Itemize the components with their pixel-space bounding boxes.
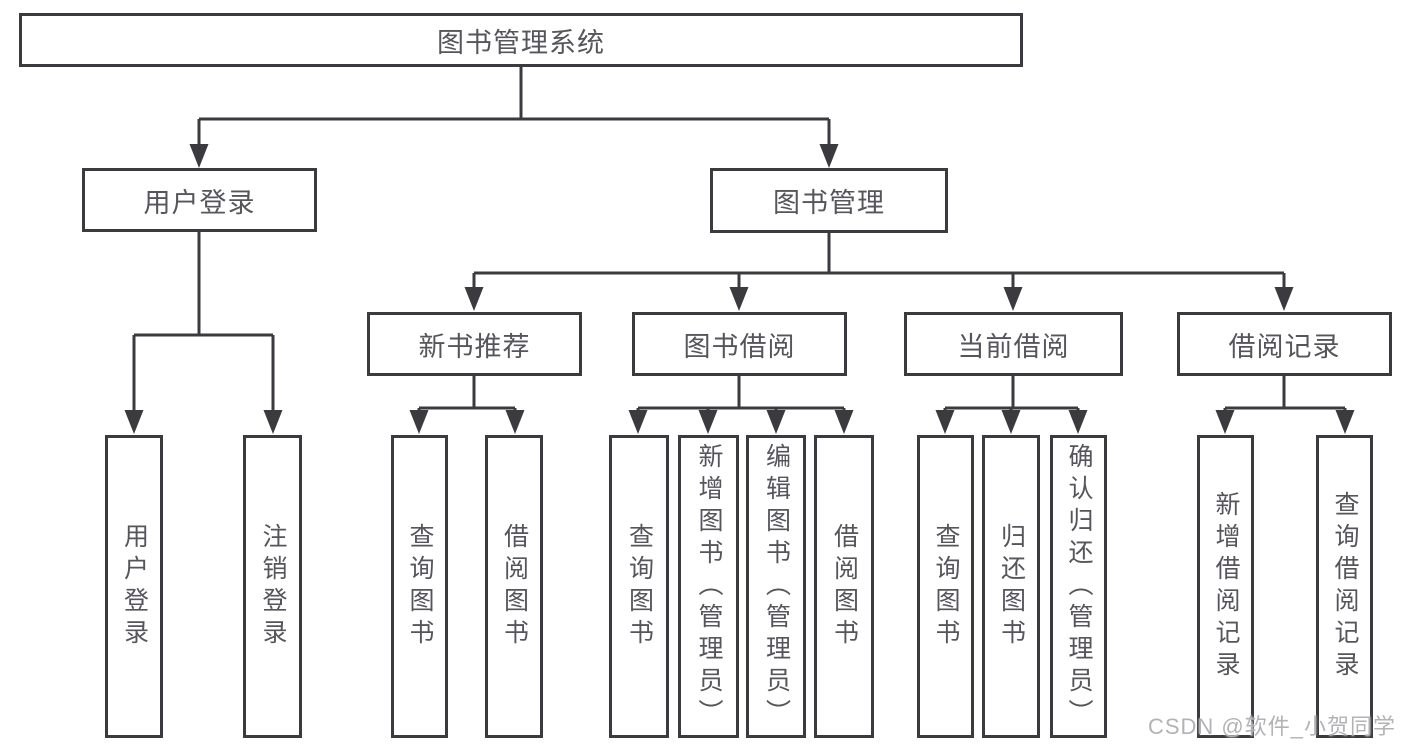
arrow-head-icon (189, 144, 209, 168)
arrow-head-icon (819, 144, 839, 168)
node-leaf-nbr-borrow-books: 借阅图书 (485, 435, 543, 738)
arrow-head-icon (1003, 287, 1023, 311)
node-new-book-recommend: 新书推荐 (367, 312, 582, 376)
node-leaf-bb-edit-books: 编辑图书（管理员） (746, 435, 806, 738)
arrow-head-icon (1215, 410, 1235, 434)
node-current-borrowing: 当前借阅 (904, 312, 1123, 376)
leaf-label: 注销登录 (259, 522, 287, 651)
node-leaf-br-query-record: 查询借阅记录 (1316, 435, 1373, 738)
node-leaf-bb-query-books: 查询图书 (609, 435, 669, 738)
arrow-head-icon (834, 410, 854, 434)
node-user-login: 用户登录 (82, 168, 317, 232)
node-borrowing-records: 借阅记录 (1177, 312, 1392, 376)
arrow-head-icon (464, 287, 484, 311)
arrow-head-icon (505, 410, 525, 434)
leaf-label: 归还图书 (997, 522, 1026, 651)
leaf-label: 查询图书 (625, 522, 654, 651)
arrow-head-icon (935, 410, 955, 434)
arrow-head-icon (729, 287, 749, 311)
node-book-management: 图书管理 (710, 168, 948, 233)
arrow-head-icon (1001, 410, 1021, 434)
node-root-system: 图书管理系统 (19, 13, 1023, 67)
leaf-label: 新增借阅记录 (1212, 490, 1240, 683)
arrow-head-icon (628, 410, 648, 434)
node-leaf-br-add-record: 新增借阅记录 (1197, 435, 1254, 738)
leaf-label: 查询图书 (406, 522, 434, 651)
arrow-head-icon (124, 410, 144, 434)
connector-trunks (134, 67, 1345, 410)
arrow-head-icon (263, 410, 283, 434)
watermark: CSDN @软件_小贺同学 (1147, 714, 1396, 739)
leaf-label: 用户登录 (120, 522, 149, 651)
node-leaf-cb-confirm-return: 确认归还（管理员） (1050, 435, 1107, 738)
arrow-head-icon (409, 410, 429, 434)
node-leaf-logout: 注销登录 (243, 435, 302, 738)
arrow-head-icon (1335, 410, 1355, 434)
arrow-head-icon (698, 410, 718, 434)
leaf-label: 借阅图书 (830, 522, 859, 651)
leaf-label: 确认归还（管理员） (1065, 442, 1093, 731)
leaf-label: 编辑图书（管理员） (762, 442, 791, 731)
node-book-borrowing: 图书借阅 (632, 312, 847, 376)
node-leaf-bb-borrow-books: 借阅图书 (814, 435, 874, 738)
leaf-label: 查询图书 (932, 522, 960, 651)
arrow-head-icon (766, 410, 786, 434)
leaf-label: 查询借阅记录 (1331, 490, 1359, 683)
node-leaf-user-login: 用户登录 (105, 435, 163, 738)
leaf-label: 借阅图书 (500, 522, 529, 651)
leaf-label: 新增图书（管理员） (695, 442, 723, 731)
arrowheads (124, 144, 1355, 434)
arrow-head-icon (1274, 287, 1294, 311)
node-leaf-bb-add-books: 新增图书（管理员） (678, 435, 739, 738)
node-leaf-cb-query-books: 查询图书 (917, 435, 974, 738)
node-leaf-nbr-query-books: 查询图书 (391, 435, 448, 738)
arrow-head-icon (1068, 410, 1088, 434)
node-leaf-cb-return-books: 归还图书 (982, 435, 1040, 738)
